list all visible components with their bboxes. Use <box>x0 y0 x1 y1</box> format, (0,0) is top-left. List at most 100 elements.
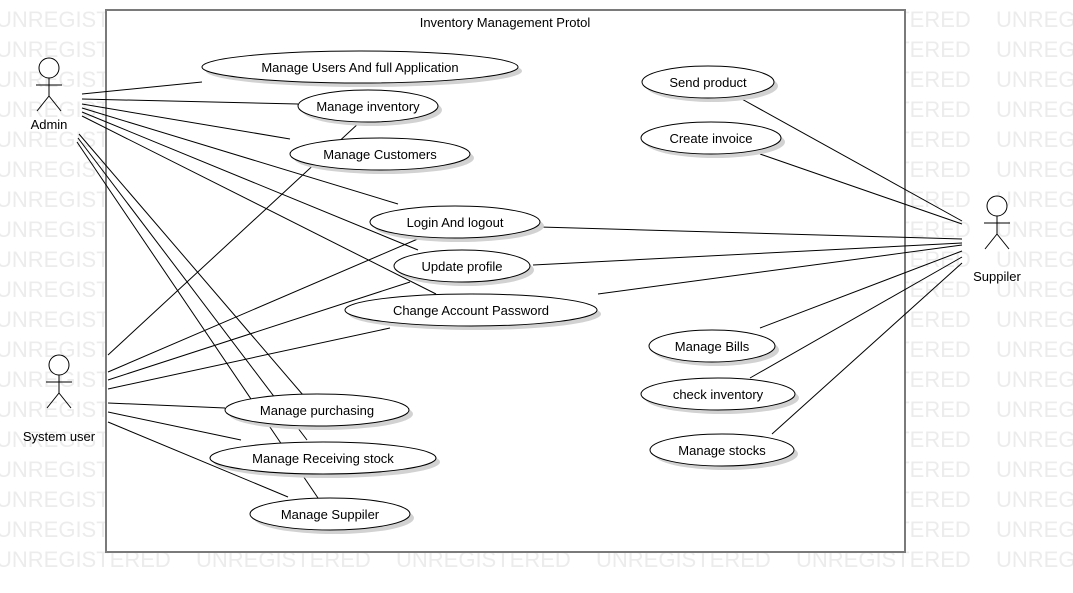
actor-admin[interactable]: Admin <box>31 57 68 132</box>
association-suppiler-uc12 <box>759 250 963 329</box>
use-case-ellipse[interactable] <box>648 329 776 363</box>
association-suppiler-uc14 <box>771 262 963 435</box>
use-case-ellipse[interactable] <box>649 433 795 467</box>
watermark-text: UNREGISTERED <box>996 337 1073 362</box>
association-admin-uc3 <box>81 103 291 140</box>
use-case-uc6[interactable]: Change Account Password <box>344 293 601 330</box>
use-case-uc9[interactable]: Manage Suppiler <box>249 497 414 534</box>
actor-right-leg <box>58 392 72 409</box>
watermark-text: UNREGISTERED <box>996 307 1073 332</box>
use-case-ellipse[interactable] <box>393 249 531 283</box>
use-case-uc14[interactable]: Manage stocks <box>649 433 798 470</box>
association-admin-uc7 <box>78 133 304 396</box>
actor-head <box>38 57 60 79</box>
use-case-label: Manage purchasing <box>260 403 374 418</box>
association-system_user-uc8 <box>107 411 242 441</box>
system-title: Inventory Management Protol <box>420 15 591 30</box>
use-case-uc8[interactable]: Manage Receiving stock <box>209 441 440 478</box>
actor-label: System user <box>23 429 96 444</box>
use-case-ellipse[interactable] <box>344 293 598 327</box>
association-admin-uc6 <box>81 115 437 295</box>
use-case-uc13[interactable]: check inventory <box>640 377 799 414</box>
association-system_user-uc6 <box>107 327 391 390</box>
watermark-text: UNREGISTERED <box>996 427 1073 452</box>
actor-system_user[interactable]: System user <box>23 354 96 444</box>
association-system_user-uc4 <box>107 237 421 373</box>
watermark-text: UNREGISTERED <box>996 487 1073 512</box>
association-admin-uc5 <box>81 111 419 251</box>
use-case-uc3[interactable]: Manage Customers <box>289 137 474 174</box>
watermark-text: UNREGISTERED <box>996 217 1073 242</box>
association-suppiler-uc5 <box>532 242 963 266</box>
use-case-ellipse[interactable] <box>289 137 471 171</box>
use-case-ellipse[interactable] <box>224 393 410 427</box>
actor-label: Admin <box>31 117 68 132</box>
use-case-ellipse[interactable] <box>640 121 782 155</box>
association-admin-uc2 <box>81 98 299 105</box>
watermark-text: UNREGISTERED <box>996 457 1073 482</box>
association-system_user-uc5 <box>107 281 411 381</box>
use-case-label: Manage stocks <box>678 443 766 458</box>
use-case-uc2[interactable]: Manage inventory <box>297 89 442 126</box>
use-case-label: Manage inventory <box>316 99 420 114</box>
watermark-text: UNREGISTERED <box>996 247 1073 272</box>
actor-head <box>986 195 1008 217</box>
association-suppiler-uc13 <box>749 256 963 379</box>
use-case-label: Update profile <box>422 259 503 274</box>
use-case-ellipse[interactable] <box>640 377 796 411</box>
actor-left-leg <box>36 95 50 112</box>
actor-right-leg <box>996 233 1010 250</box>
use-case-ellipse[interactable] <box>249 497 411 531</box>
use-case-ellipse[interactable] <box>641 65 775 99</box>
actor-head <box>48 354 70 376</box>
use-case-label: Manage Customers <box>323 147 437 162</box>
actor-left-leg <box>984 233 998 250</box>
use-case-label: Manage Bills <box>675 339 750 354</box>
use-case-label: Change Account Password <box>393 303 549 318</box>
watermark-text: UNREGISTERED <box>996 37 1073 62</box>
watermark-text: UNREGISTERED <box>996 547 1073 572</box>
watermark-text: UNREGISTERED <box>996 97 1073 122</box>
use-case-label: Login And logout <box>407 215 504 230</box>
association-suppiler-uc11 <box>759 153 963 225</box>
use-case-label: Send product <box>669 75 747 90</box>
actor-left-leg <box>46 392 60 409</box>
association-admin-uc1 <box>81 81 203 95</box>
watermark-text: UNREGISTERED <box>996 397 1073 422</box>
association-admin-uc8 <box>77 137 308 441</box>
use-case-uc12[interactable]: Manage Bills <box>648 329 779 366</box>
use-cases: Manage Users And full ApplicationManage … <box>201 50 799 534</box>
use-case-uc10[interactable]: Send product <box>641 65 778 102</box>
use-case-label: Create invoice <box>669 131 752 146</box>
use-case-label: Manage Receiving stock <box>252 451 394 466</box>
watermark-text: UNREGISTERED <box>996 187 1073 212</box>
association-suppiler-uc6 <box>597 244 963 295</box>
use-case-label: check inventory <box>673 387 764 402</box>
association-system_user-uc7 <box>107 402 226 409</box>
use-case-label: Manage Suppiler <box>281 507 380 522</box>
watermark-text: UNREGISTERED <box>996 67 1073 92</box>
watermark-text: UNREGISTERED <box>996 127 1073 152</box>
use-case-uc11[interactable]: Create invoice <box>640 121 785 158</box>
use-case-ellipse[interactable] <box>369 205 541 239</box>
use-case-ellipse[interactable] <box>297 89 439 123</box>
watermark-text: UNREGISTERED <box>996 7 1073 32</box>
use-case-uc1[interactable]: Manage Users And full Application <box>201 50 522 87</box>
association-admin-uc9 <box>76 141 319 499</box>
actor-right-leg <box>48 95 62 112</box>
association-suppiler-uc10 <box>739 97 963 222</box>
association-admin-uc4 <box>81 107 399 205</box>
use-case-uc5[interactable]: Update profile <box>393 249 534 286</box>
watermark-text: UNREGISTERED <box>996 367 1073 392</box>
use-case-label: Manage Users And full Application <box>261 60 458 75</box>
use-case-ellipse[interactable] <box>209 441 437 475</box>
actor-suppiler[interactable]: Suppiler <box>973 195 1022 284</box>
watermark-text: UNREGISTERED <box>996 157 1073 182</box>
actor-label: Suppiler <box>973 269 1021 284</box>
use-case-uc4[interactable]: Login And logout <box>369 205 544 242</box>
association-suppiler-uc4 <box>539 226 963 240</box>
association-system_user-uc9 <box>107 421 289 498</box>
use-case-uc7[interactable]: Manage purchasing <box>224 393 413 430</box>
use-case-ellipse[interactable] <box>201 50 519 84</box>
